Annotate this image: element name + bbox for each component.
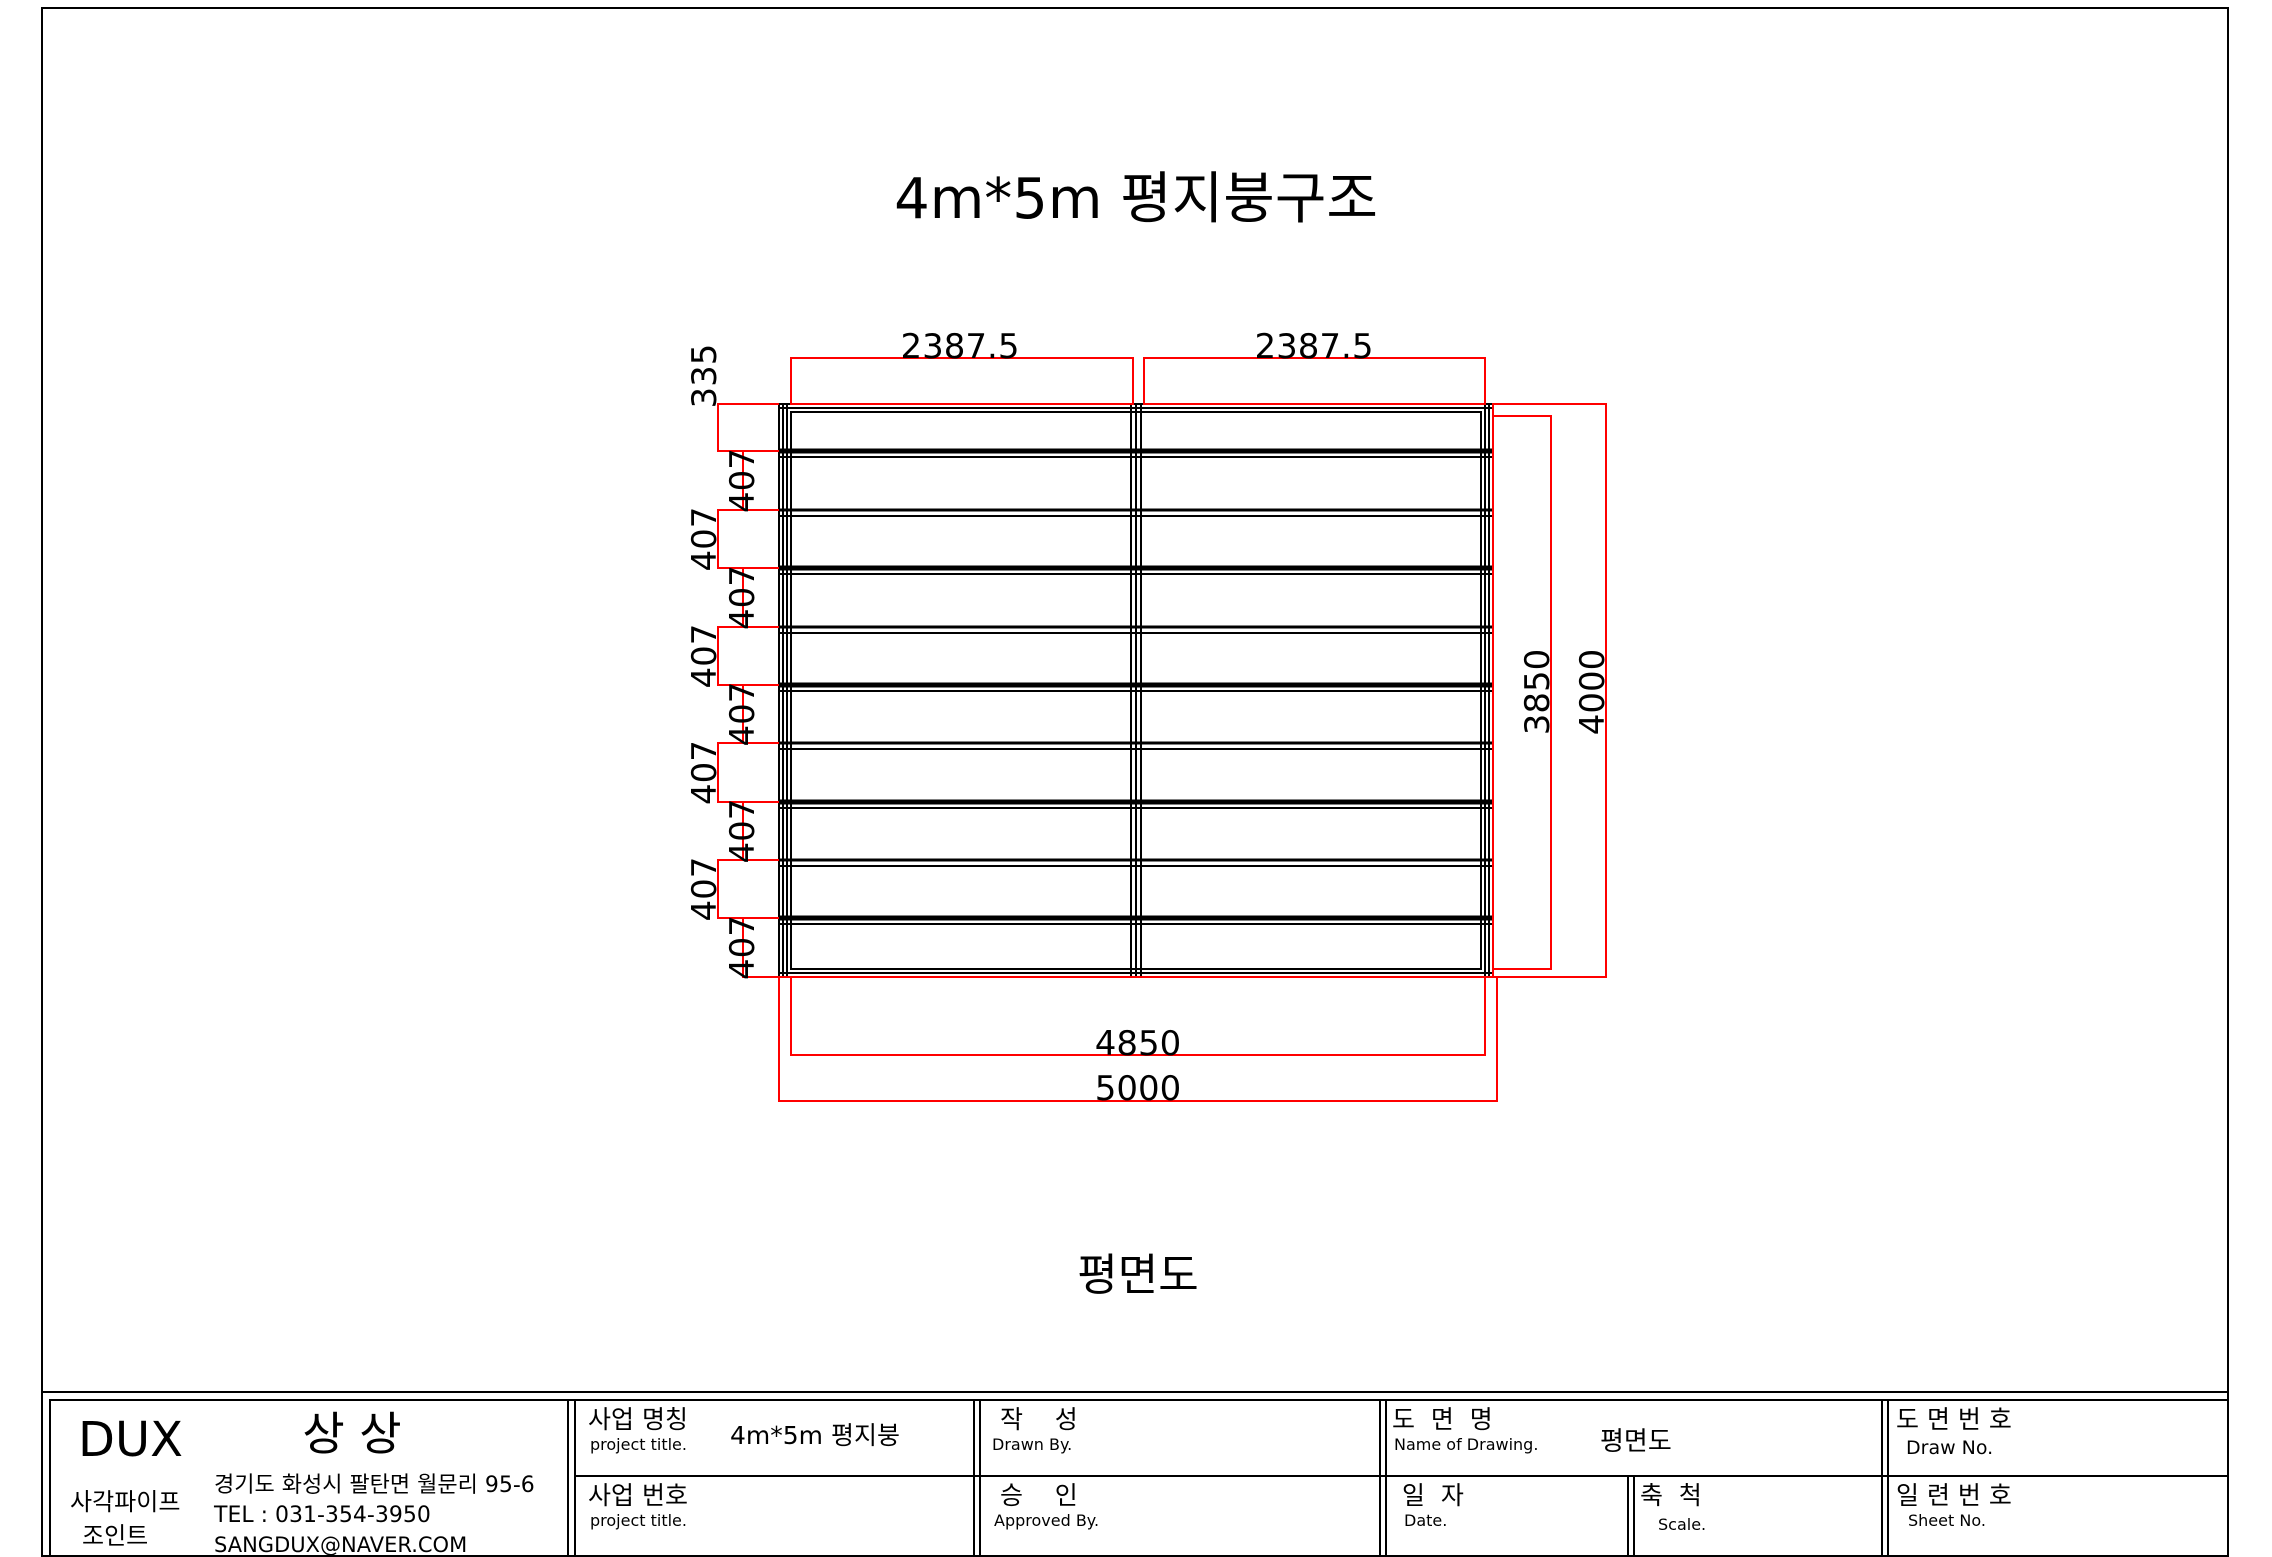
dim-box-bottom-outer <box>778 976 1498 1102</box>
company-product-line2: 조인트 <box>82 1522 148 1550</box>
date-label: 일 자 <box>1402 1481 1464 1510</box>
dim-text-left-spacing: 407 <box>723 799 763 864</box>
dim-text-top-left: 2387.5 <box>901 327 1020 367</box>
dim-text-right-inner: 3850 <box>1518 649 1558 736</box>
drawing-name-value: 평면도 <box>1600 1427 1672 1457</box>
approved-by-label: 승 인 <box>1000 1481 1078 1510</box>
dim-box-top-right <box>1143 357 1486 405</box>
date-label-en: Date. <box>1404 1511 1447 1530</box>
dimension-lines <box>717 357 1607 1102</box>
drawn-by-label: 작 성 <box>1000 1405 1078 1434</box>
dim-text-left-spacing: 407 <box>723 682 763 747</box>
dim-text-left-spacing: 407 <box>723 915 763 980</box>
title-block <box>42 1391 2229 1557</box>
dim-box-right-outer <box>1492 403 1607 978</box>
dim-text-left-spacing: 407 <box>685 507 725 572</box>
project-name-label-en: project title. <box>590 1435 687 1454</box>
dim-text-left-spacing: 407 <box>723 565 763 630</box>
dim-text-left-spacing: 407 <box>723 448 763 513</box>
company-name: 상 상 <box>302 1407 401 1461</box>
approved-by-label-en: Approved By. <box>994 1511 1099 1530</box>
dim-text-top-right: 2387.5 <box>1255 327 1374 367</box>
sheet-no-label-en: Sheet No. <box>1908 1511 1986 1530</box>
dim-text-left-spacing: 407 <box>685 857 725 922</box>
scale-label-en: Scale. <box>1658 1515 1706 1534</box>
dim-left-spacing <box>742 917 779 978</box>
dim-left-335 <box>717 403 779 452</box>
project-no-label-en: project title. <box>590 1511 687 1530</box>
dim-text-left-335: 335 <box>685 344 725 409</box>
roof-frame <box>778 403 1494 978</box>
dim-text-left-spacing: 407 <box>685 740 725 805</box>
project-no-label: 사업 번호 <box>588 1481 688 1510</box>
drawing-name-label-en: Name of Drawing. <box>1394 1435 1538 1454</box>
dim-left-spacing <box>717 626 779 686</box>
drawing-title: 4m*5m 평지붕구조 <box>894 167 1378 232</box>
company-tel: TEL : 031-354-3950 <box>213 1503 431 1528</box>
dim-box-top-left <box>790 357 1134 405</box>
dim-text-bottom-outer: 5000 <box>1095 1069 1182 1109</box>
drawn-by-label-en: Drawn By. <box>992 1435 1072 1454</box>
dim-left-spacing <box>717 742 779 803</box>
company-address: 경기도 화성시 팔탄면 월문리 95-6 <box>214 1473 535 1498</box>
dim-left-spacing <box>717 509 779 569</box>
scale-label: 축 척 <box>1640 1481 1702 1510</box>
company-brand: DUX <box>78 1412 183 1468</box>
drawing-name-label: 도 면 명 <box>1392 1405 1493 1434</box>
company-product-line1: 사각파이프 <box>70 1488 180 1516</box>
dim-text-bottom-inner: 4850 <box>1095 1024 1182 1064</box>
draw-no-label-en: Draw No. <box>1906 1437 1993 1459</box>
view-name: 평면도 <box>1077 1250 1198 1301</box>
project-name-label: 사업 명칭 <box>588 1405 688 1434</box>
project-name-value: 4m*5m 평지붕 <box>730 1421 900 1450</box>
sheet-no-label: 일 련 번 호 <box>1896 1481 2012 1510</box>
dim-text-left-spacing: 407 <box>685 624 725 689</box>
company-email: SANGDUX@NAVER.COM <box>214 1533 467 1557</box>
dim-text-right-outer: 4000 <box>1573 649 1613 736</box>
tb-frame <box>49 1399 2229 1557</box>
dim-left-spacing <box>717 859 779 919</box>
draw-no-label: 도 면 번 호 <box>1896 1405 2012 1434</box>
